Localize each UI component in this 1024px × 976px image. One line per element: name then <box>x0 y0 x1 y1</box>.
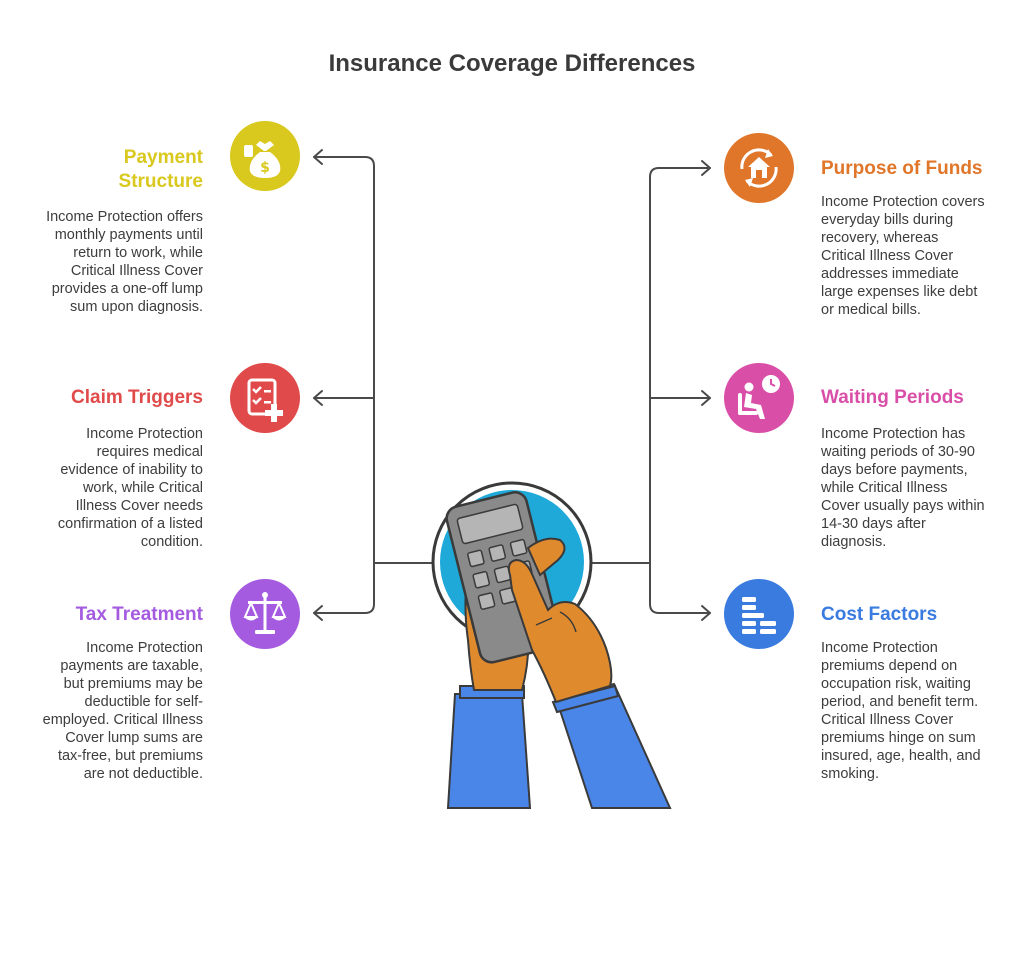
hands-calculator-illustration <box>431 481 672 809</box>
claim-triggers-circle <box>230 363 300 433</box>
svg-text:$: $ <box>260 160 270 176</box>
claim-triggers-heading: Claim Triggers <box>71 387 203 408</box>
claim-triggers-description: Income Protection requires medical evide… <box>57 426 203 550</box>
checklist-medical-icon <box>247 378 283 422</box>
tax-treatment-description: Income Protection payments are taxable, … <box>42 640 203 782</box>
payment-structure-circle: $ <box>230 121 300 191</box>
purpose-of-funds-description: Income Protection covers everyday bills … <box>821 194 985 318</box>
cost-factors-description: Income Protection premiums depend on occ… <box>821 640 981 782</box>
tax-treatment-circle <box>230 579 300 649</box>
page-title: Insurance Coverage Differences <box>328 50 696 77</box>
house-cycle-icon <box>740 148 778 188</box>
cost-factors-heading: Cost Factors <box>821 604 938 625</box>
tax-treatment-heading: Tax Treatment <box>75 604 203 625</box>
waiting-periods-circle <box>724 363 794 433</box>
cost-factors-circle <box>724 579 794 649</box>
payment-structure-description: Income Protection offers monthly payment… <box>46 209 203 315</box>
purpose-of-funds-heading: Purpose of Funds <box>821 158 983 179</box>
waiting-periods-description: Income Protection has waiting periods of… <box>821 426 985 550</box>
waiting-periods-heading: Waiting Periods <box>821 387 964 408</box>
money-bag-icon: $ <box>244 141 281 178</box>
cost-bars-icon <box>742 597 776 634</box>
left-sleeve <box>446 693 532 809</box>
purpose-of-funds-circle <box>724 133 794 203</box>
right-hand <box>507 558 613 704</box>
scale-icon <box>243 592 287 634</box>
waiting-person-clock-icon <box>738 375 780 419</box>
payment-structure-heading: Payment Structure <box>118 147 203 192</box>
